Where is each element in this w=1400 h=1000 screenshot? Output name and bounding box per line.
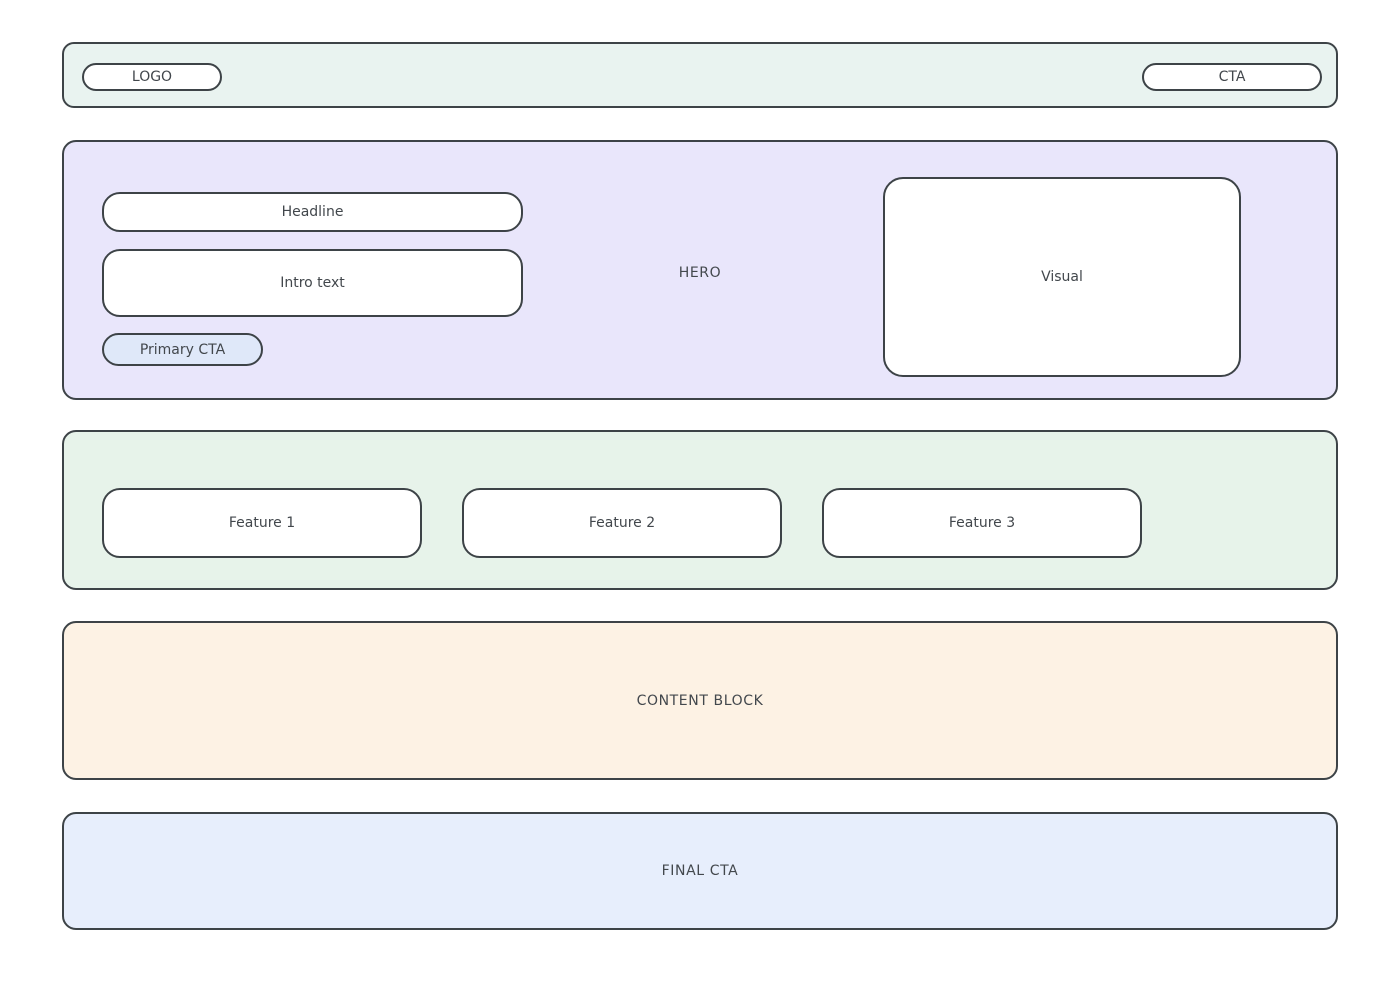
- final-cta-label: FINAL CTA: [661, 863, 739, 879]
- feature-2-label: Feature 2: [588, 515, 656, 531]
- primary-cta-button[interactable]: Primary CTA: [102, 333, 263, 366]
- primary-cta-label: Primary CTA: [139, 341, 226, 358]
- feature-3-label: Feature 3: [948, 515, 1016, 531]
- content-block-section: CONTENT BLOCK: [62, 621, 1338, 780]
- intro-text-placeholder: Intro text: [102, 249, 523, 317]
- feature-3-card: Feature 3: [822, 488, 1142, 558]
- feature-2-card: Feature 2: [462, 488, 782, 558]
- features-section: Feature 1 Feature 2 Feature 3: [62, 430, 1338, 590]
- logo-label: LOGO: [131, 69, 173, 85]
- headline-placeholder: Headline: [102, 192, 523, 232]
- final-cta-section: FINAL CTA: [62, 812, 1338, 930]
- cta-button[interactable]: CTA: [1142, 63, 1322, 91]
- feature-1-card: Feature 1: [102, 488, 422, 558]
- visual-label: Visual: [1041, 269, 1083, 285]
- hero-section-label: HERO: [678, 265, 722, 281]
- cta-label: CTA: [1218, 69, 1246, 85]
- topbar-section: LOGO CTA: [62, 42, 1338, 108]
- intro-text-label: Intro text: [280, 275, 345, 291]
- logo-pill[interactable]: LOGO: [82, 63, 222, 91]
- hero-section: Headline Intro text Primary CTA HERO Vis…: [62, 140, 1338, 400]
- visual-placeholder: Visual: [883, 177, 1241, 377]
- content-block-label: CONTENT BLOCK: [636, 692, 764, 709]
- feature-1-label: Feature 1: [228, 515, 296, 531]
- headline-label: Headline: [281, 204, 344, 220]
